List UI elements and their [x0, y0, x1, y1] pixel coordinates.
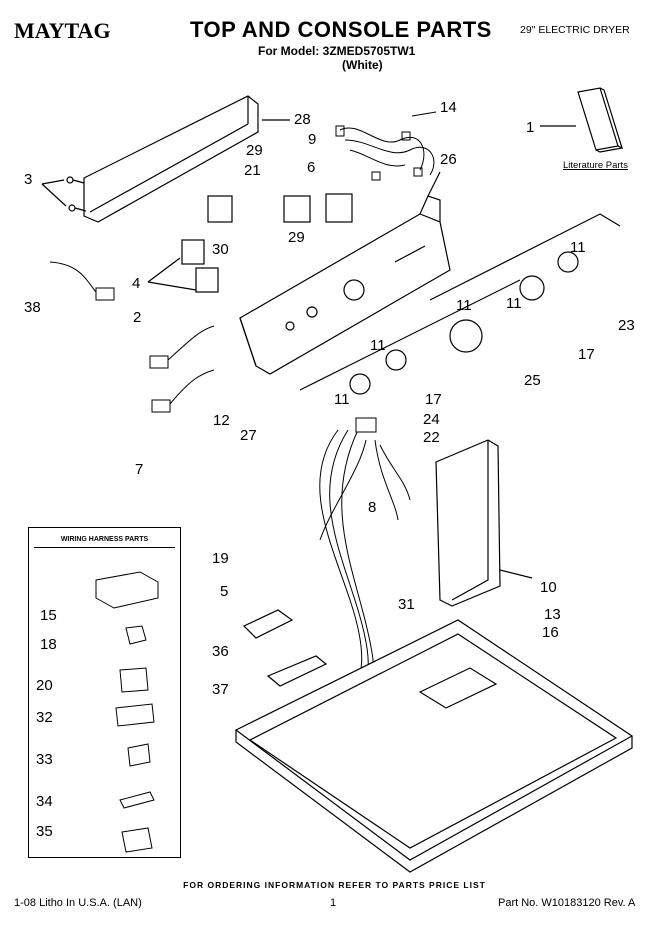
- brand-logo: MAYTAG: [14, 18, 111, 43]
- callout-11b: 11: [506, 295, 522, 312]
- product-type: 29" ELECTRIC DRYER: [520, 24, 630, 36]
- callout-14: 14: [440, 99, 457, 116]
- wiring-harness-parts-box: [28, 527, 181, 858]
- callout-34: 34: [36, 793, 53, 810]
- callout-1: 1: [526, 119, 535, 136]
- ordering-info: FOR ORDERING INFORMATION REFER TO PARTS …: [183, 880, 486, 890]
- screws-drawing: [41, 176, 87, 212]
- callout-20: 20: [36, 677, 53, 694]
- footer-litho: 1-08 Litho In U.S.A. (LAN): [14, 897, 142, 909]
- callout-31: 31: [398, 596, 415, 613]
- console-panel-drawing: [239, 171, 451, 375]
- callout-36: 36: [212, 643, 229, 660]
- wiring-harness-parts-title: WIRING HARNESS PARTS: [60, 536, 149, 543]
- callout-32: 32: [36, 709, 53, 726]
- brackets-drawing: [242, 609, 328, 687]
- callout-23: 23: [618, 317, 635, 334]
- callout-24: 24: [423, 411, 440, 428]
- callout-2: 2: [133, 309, 142, 326]
- harness-box-icons: [95, 571, 159, 853]
- callout-11d: 11: [370, 337, 386, 354]
- callout-17b: 17: [425, 391, 442, 408]
- callout-6: 6: [307, 159, 316, 176]
- callout-13: 13: [544, 606, 561, 623]
- page-number: 1: [330, 897, 337, 909]
- callout-18: 18: [40, 636, 57, 653]
- literature-parts-label: Literature Parts: [563, 160, 628, 171]
- callout-12: 12: [213, 412, 230, 429]
- callout-9: 9: [308, 131, 317, 148]
- callout-28: 28: [294, 111, 311, 128]
- callout-3: 3: [24, 171, 33, 188]
- model-number: For Model: 3ZMED5705TW1: [258, 44, 416, 58]
- callout-27: 27: [240, 427, 257, 444]
- callout-7: 7: [135, 461, 144, 478]
- model-color: (White): [342, 58, 383, 72]
- callout-26: 26: [440, 151, 457, 168]
- switches-drawing: [147, 193, 353, 293]
- control-board-drawing: [435, 439, 533, 607]
- side-harness-drawing: [49, 261, 215, 413]
- callout-19: 19: [212, 550, 229, 567]
- callout-5: 5: [220, 583, 229, 600]
- page-title: TOP AND CONSOLE PARTS: [190, 17, 492, 42]
- callout-37: 37: [212, 681, 229, 698]
- callout-11a: 11: [570, 239, 586, 256]
- callout-29a: 29: [246, 142, 263, 159]
- knobs-drawing: [299, 213, 621, 395]
- callout-15: 15: [40, 607, 57, 624]
- callout-8: 8: [368, 499, 377, 516]
- callout-25: 25: [524, 372, 541, 389]
- callout-29b: 29: [288, 229, 305, 246]
- callout-4: 4: [132, 275, 141, 292]
- callout-17a: 17: [578, 346, 595, 363]
- box-divider: [34, 547, 175, 548]
- callout-11c: 11: [456, 297, 472, 314]
- callout-21: 21: [244, 162, 261, 179]
- callout-35: 35: [36, 823, 53, 840]
- main-wire-harness-drawing: [319, 417, 411, 691]
- callout-16: 16: [542, 624, 559, 641]
- part-number: Part No. W10183120 Rev. A: [498, 897, 636, 909]
- callout-30: 30: [212, 241, 229, 258]
- wire-harness-14-drawing: [335, 111, 437, 181]
- dryer-top-drawing: [234, 619, 634, 873]
- callout-22: 22: [423, 429, 440, 446]
- callout-10: 10: [540, 579, 557, 596]
- callout-33: 33: [36, 751, 53, 768]
- callout-38: 38: [24, 299, 41, 316]
- rear-panel-drawing: [83, 95, 290, 223]
- literature-parts-drawing: [540, 87, 623, 153]
- callout-11e: 11: [334, 391, 350, 408]
